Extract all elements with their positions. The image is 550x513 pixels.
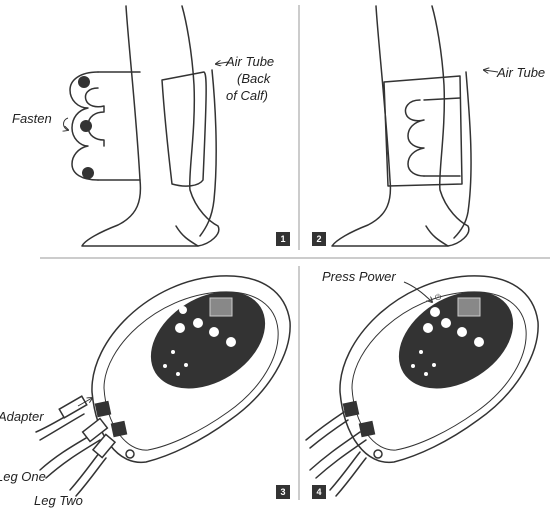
air-tube-back-label-line-1: Air Tube <box>226 55 274 69</box>
press-power-label: Press Power <box>322 270 396 284</box>
tube-arrow-2 <box>484 70 498 72</box>
power-button[interactable] <box>430 307 440 317</box>
air-tube-back-label-line-3: of Calf) <box>226 89 268 103</box>
panel-2-leg <box>332 6 471 246</box>
step-badge-1: 1 <box>276 232 290 246</box>
air-tube-label: Air Tube <box>497 66 545 80</box>
step-badge-3: 3 <box>276 485 290 499</box>
leg-one-label: Leg One <box>0 470 46 484</box>
fastener-2 <box>80 120 92 132</box>
panel-1-leg <box>70 6 219 246</box>
power-icon: ⏻ <box>435 293 442 302</box>
step-badge-4: 4 <box>312 485 326 499</box>
fasten-label: Fasten <box>12 112 52 126</box>
fastener-3 <box>82 167 94 179</box>
fastener-1 <box>78 76 90 88</box>
panel-3-device <box>92 272 290 463</box>
curved-arrow-icon <box>64 118 69 130</box>
air-tube-back-label-line-2: (Back <box>237 72 270 86</box>
adapter-label: Adapter <box>0 410 44 424</box>
leg-two-label: Leg Two <box>34 494 83 508</box>
step-badge-2: 2 <box>312 232 326 246</box>
